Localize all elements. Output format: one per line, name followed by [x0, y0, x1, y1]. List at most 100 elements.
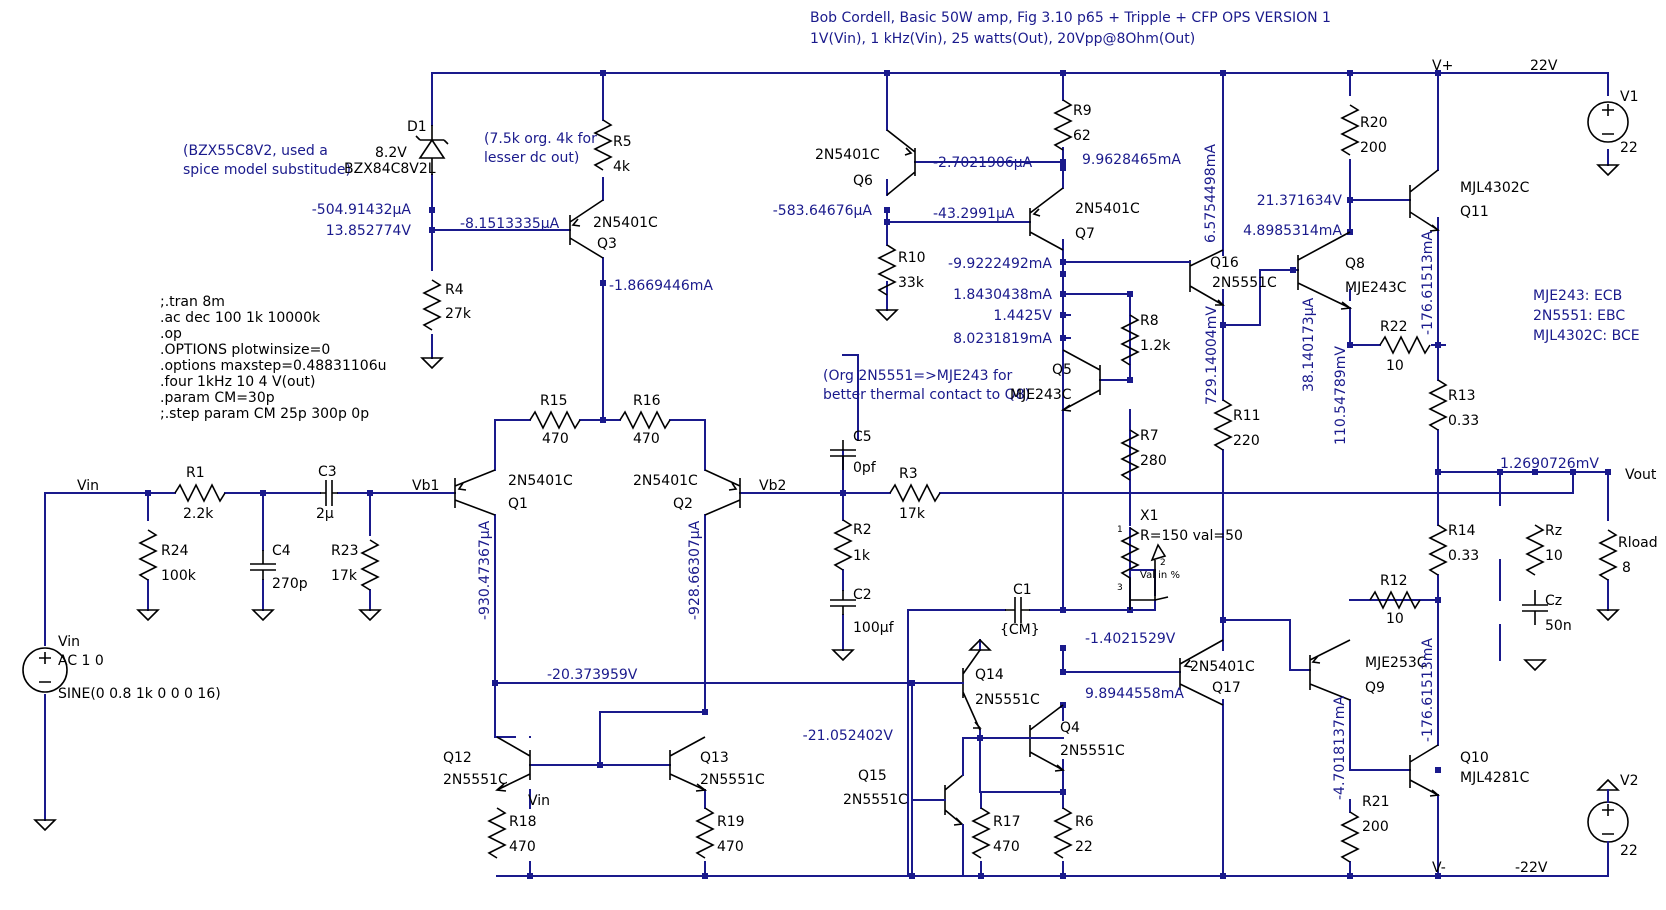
r24-value: 100k	[161, 568, 197, 584]
q11-name: Q11	[1460, 204, 1489, 220]
q14-model: 2N5551C	[975, 692, 1040, 708]
r3-value: 17k	[899, 506, 926, 522]
op-annotation: 6.5754498mA	[1203, 144, 1219, 243]
r4-resistor	[422, 279, 442, 331]
r11-value: 220	[1233, 433, 1260, 449]
rz-resistor	[1525, 524, 1545, 576]
net-vout: Vout	[1625, 467, 1657, 483]
pinout-2n5551: 2N5551: EBC	[1533, 308, 1625, 324]
r23-resistor	[360, 539, 380, 591]
op-annotation: -43.2991µA	[933, 206, 1015, 222]
r14-value: 0.33	[1448, 548, 1479, 564]
q9-name: Q9	[1365, 680, 1385, 696]
rload-resistor	[1598, 529, 1618, 581]
op-annotation: 13.852774V	[326, 223, 412, 239]
q8-name: Q8	[1345, 256, 1365, 272]
q5-note-line2: better thermal contact to Q8)	[823, 387, 1030, 403]
op-annotation: 38.140173µA	[1301, 297, 1317, 392]
q9-model: MJE253C	[1365, 655, 1427, 671]
op-annotation: 9.8944558mA	[1085, 686, 1184, 702]
r6-name: R6	[1075, 814, 1094, 830]
op-annotation: -930.47367µA	[477, 520, 493, 620]
rail-pos: 22V	[1530, 58, 1558, 74]
q17-name: Q17	[1212, 680, 1241, 696]
components	[22, 99, 1629, 877]
r22-name: R22	[1380, 319, 1408, 335]
r7-resistor	[1120, 429, 1140, 481]
r12-name: R12	[1380, 573, 1408, 589]
cz-name: Cz	[1545, 593, 1562, 609]
x1-pct: Val in %	[1140, 570, 1180, 581]
op-annotation: 1.8430438mA	[953, 287, 1052, 303]
q12-name: Q12	[443, 750, 472, 766]
r19-name: R19	[717, 814, 745, 830]
op-annotation: -928.66307µA	[687, 520, 703, 620]
c2-name: C2	[853, 587, 872, 603]
transistor-symbols	[454, 129, 1440, 877]
r7-value: 280	[1140, 453, 1167, 469]
spice-line: .options maxstep=0.48831106u	[160, 358, 386, 374]
d1-note-line2: spice model substitude)	[183, 162, 351, 178]
r22-value: 10	[1386, 358, 1404, 374]
q16-name: Q16	[1210, 255, 1239, 271]
r17-value: 470	[993, 839, 1020, 855]
net-vminus: V-	[1432, 860, 1446, 876]
vin-source-ac: AC 1 0	[58, 653, 104, 669]
r21-value: 200	[1362, 819, 1389, 835]
vin-source	[22, 647, 68, 693]
r21-name: R21	[1362, 794, 1390, 810]
r13-name: R13	[1448, 388, 1476, 404]
q8-model: MJE243C	[1345, 280, 1407, 296]
r2-value: 1k	[853, 548, 871, 564]
rz-name: Rz	[1545, 523, 1562, 539]
vin-source-name: Vin	[58, 634, 80, 650]
op-annotation: 21.371634V	[1257, 193, 1343, 209]
r13-value: 0.33	[1448, 413, 1479, 429]
spice-line: .param CM=30p	[160, 390, 275, 406]
r4-name: R4	[445, 282, 464, 298]
q3-name: Q3	[597, 236, 617, 252]
x1-potentiometer	[1120, 527, 1169, 610]
x1-pin2: 2	[1160, 558, 1166, 568]
rail-neg: -22V	[1515, 860, 1548, 876]
r24-name: R24	[161, 543, 189, 559]
r3-name: R3	[899, 466, 918, 482]
r15-resistor	[529, 410, 581, 430]
cz-value: 50n	[1545, 618, 1572, 634]
spice-line: .ac dec 100 1k 10000k	[160, 310, 321, 326]
r2-name: R2	[853, 522, 872, 538]
spice-line: ;.tran 8m	[160, 294, 225, 310]
c4-capacitor	[250, 550, 276, 580]
op-annotation: 4.8985314mA	[1243, 223, 1342, 239]
r8-name: R8	[1140, 313, 1159, 329]
op-annotation: -9.9222492mA	[948, 256, 1052, 272]
q5-model: MJE243C	[1010, 387, 1072, 403]
r17-name: R17	[993, 814, 1021, 830]
c3-name: C3	[318, 464, 337, 480]
q10-name: Q10	[1460, 750, 1489, 766]
q2-name: Q2	[673, 496, 693, 512]
op-annotation: -504.91432µA	[312, 202, 412, 218]
v2-value: 22	[1620, 843, 1638, 859]
op-annotation: -20.373959V	[547, 667, 638, 683]
r8-value: 1.2k	[1140, 338, 1171, 354]
c5-name: C5	[853, 429, 872, 445]
op-annotation: -8.1513335µA	[460, 216, 560, 232]
r6-value: 22	[1075, 839, 1093, 855]
x1-pin3: 3	[1117, 583, 1123, 593]
r5-note-line2: lesser dc out)	[484, 150, 579, 166]
r9-name: R9	[1073, 103, 1092, 119]
r20-resistor	[1340, 104, 1360, 156]
v1-value: 22	[1620, 140, 1638, 156]
r4-value: 27k	[445, 306, 472, 322]
title-text: Bob Cordell, Basic 50W amp, Fig 3.10 p65…	[810, 10, 1331, 26]
r5-resistor	[593, 119, 613, 171]
q15-name: Q15	[858, 768, 887, 784]
q7-model: 2N5401C	[1075, 201, 1140, 217]
c3-capacitor	[320, 480, 338, 506]
r23-name: R23	[331, 543, 359, 559]
spice-line: ;.step param CM 25p 300p 0p	[160, 406, 369, 422]
d1-name: D1	[407, 119, 427, 135]
spice-line: .op	[160, 326, 182, 342]
pinout-mjl4302c: MJL4302C: BCE	[1533, 328, 1640, 344]
